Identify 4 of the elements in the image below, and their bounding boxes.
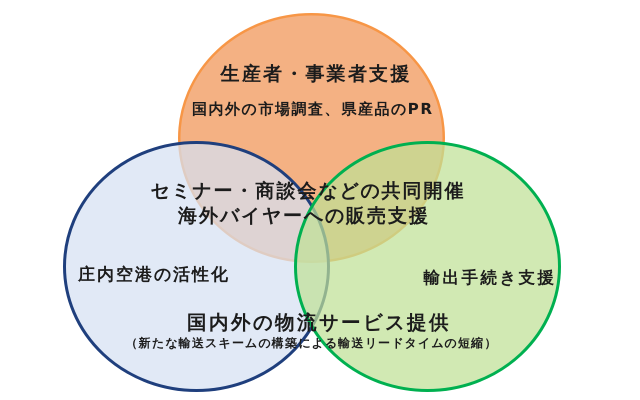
- circle-heading: 生産者・事業者支援: [220, 64, 412, 85]
- circle-text: 庄内空港の活性化: [78, 266, 230, 285]
- circle-text: 輸出手続き支援: [424, 269, 556, 288]
- circle-text: 国内外の市場調査、県産品のPR: [192, 101, 434, 118]
